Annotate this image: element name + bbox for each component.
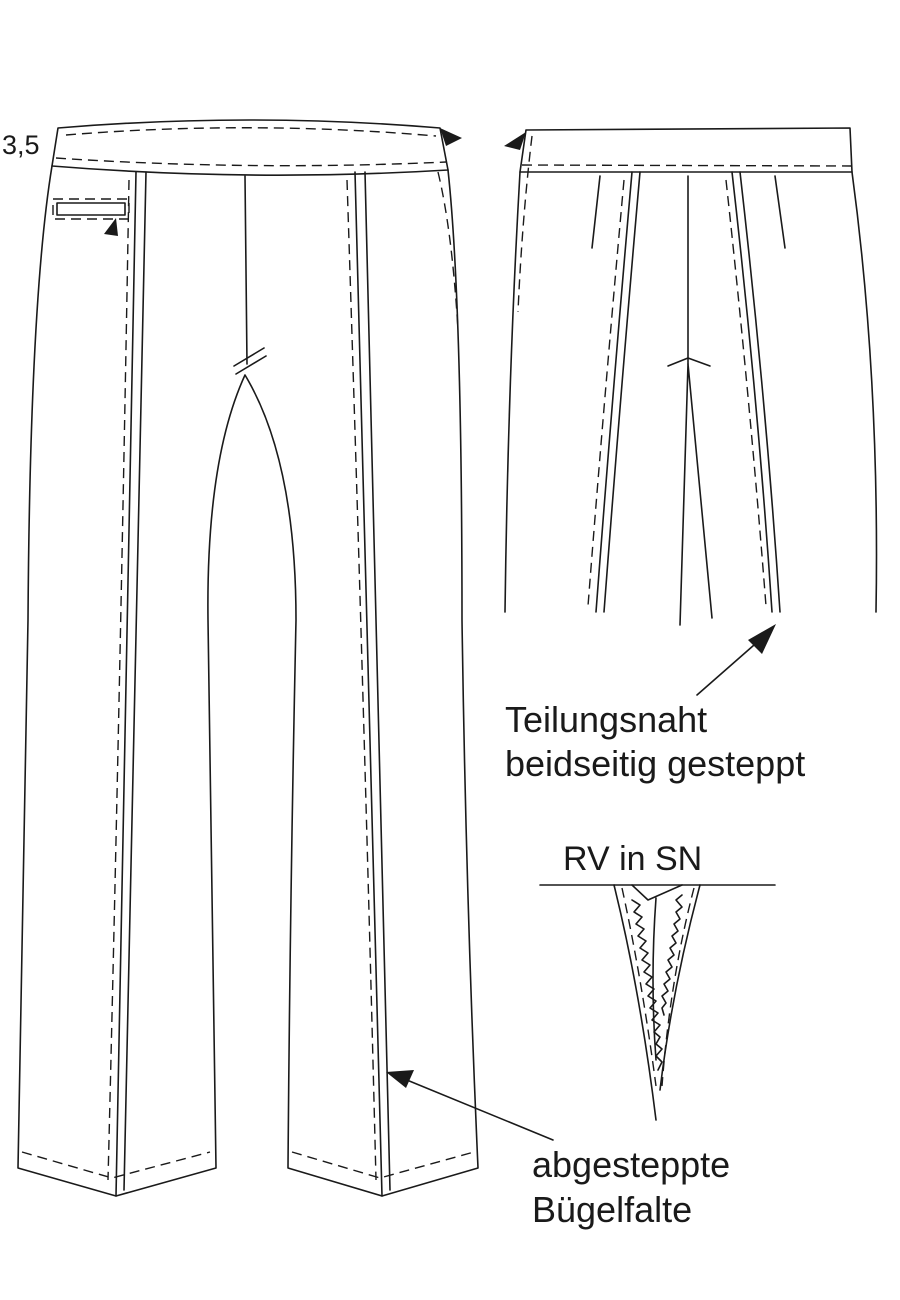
left-crease — [115, 171, 137, 1197]
left-hem-stitch — [21, 1151, 211, 1179]
pocket-welt — [56, 202, 126, 216]
crease-label: abgesteppte Bügelfalte — [532, 1142, 730, 1232]
zipper-label: RV in SN — [563, 840, 703, 878]
zipper-teeth — [631, 899, 663, 1071]
center-front-line — [244, 175, 248, 365]
panel-seam-label-line2: beidseitig gesteppt — [505, 743, 806, 784]
front-view — [17, 119, 479, 1197]
pocket-welt-topstitch — [52, 198, 130, 220]
back-dart-left — [591, 175, 601, 249]
back-right-panel-stitch — [725, 179, 767, 607]
back-left-panel-seam — [595, 171, 633, 613]
crease-arrow-line — [401, 1077, 554, 1141]
back-dart-right — [774, 175, 786, 249]
back-left-side — [504, 171, 521, 613]
break-mark-1 — [233, 347, 265, 367]
zipper-stitch-left — [621, 887, 657, 1087]
seam-arrow-head — [748, 624, 776, 654]
back-waistband-stitch — [521, 164, 853, 167]
crease-label-line2: Bügelfalte — [532, 1189, 693, 1230]
front-waistband-topstitch-top — [65, 127, 437, 137]
back-waistband-stitch-side — [517, 135, 533, 313]
zipper-stitch-right — [661, 887, 695, 1087]
left-crease-stitch — [107, 179, 130, 1181]
back-view — [504, 127, 878, 626]
waistband-arrow — [440, 128, 462, 146]
break-mark-2 — [235, 355, 267, 375]
crease-label-line1: abgesteppte — [532, 1144, 731, 1185]
zipper-teeth-right — [661, 894, 683, 1016]
left-crease-2 — [123, 171, 147, 1191]
front-waistband-topstitch-bottom — [55, 157, 447, 167]
back-right-panel-seam — [731, 171, 773, 613]
zipper-tape-left — [652, 897, 657, 1061]
panel-seam-label: Teilungsnaht beidseitig gesteppt — [505, 698, 805, 786]
back-right-panel-seam-2 — [739, 171, 781, 613]
zipper-pull — [631, 884, 683, 901]
fly-topstitch — [437, 171, 459, 331]
crease-arrow-head — [386, 1070, 414, 1088]
waistband-measurement: 3,5 — [2, 130, 40, 160]
front-outline — [17, 165, 479, 1197]
back-left-panel-seam-2 — [603, 171, 641, 613]
back-waistband-arrow — [504, 132, 526, 150]
crotch-mark — [667, 357, 711, 367]
back-right-side — [851, 171, 878, 613]
zipper-outline — [613, 884, 701, 1121]
right-crease — [354, 171, 383, 1197]
zipper-detail — [539, 884, 776, 1121]
panel-seam-label-line1: Teilungsnaht — [505, 699, 708, 740]
pocket-arrow — [104, 218, 118, 236]
back-left-panel-stitch — [587, 179, 625, 607]
right-crease-stitch — [346, 179, 377, 1181]
seam-arrow-line — [696, 637, 763, 696]
right-hem-stitch — [291, 1151, 475, 1179]
back-crotch — [679, 363, 713, 626]
